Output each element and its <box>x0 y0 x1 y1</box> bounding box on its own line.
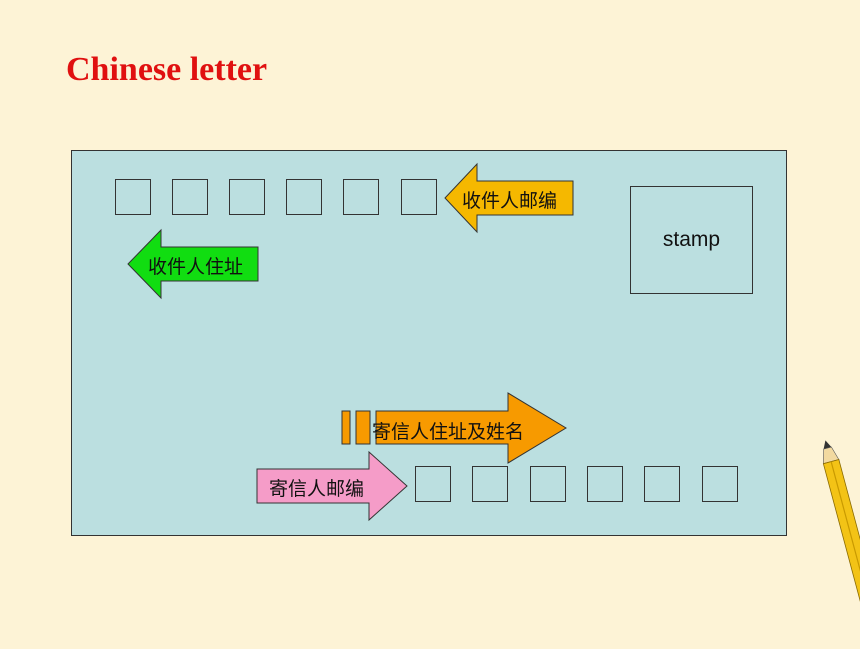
sender-postcode-box <box>587 466 623 502</box>
left-arrow-icon <box>127 228 259 300</box>
stamp-box: stamp <box>630 186 753 294</box>
recipient-postcode-box <box>115 179 151 215</box>
sender-postcode-box <box>702 466 738 502</box>
recipient-address-label: 收件人住址 <box>148 256 244 278</box>
recipient-postcode-box <box>343 179 379 215</box>
recipient-postcode-arrow: 收件人邮编 <box>444 162 575 234</box>
recipient-postcode-box <box>286 179 322 215</box>
recipient-address-arrow: 收件人住址 <box>127 228 259 300</box>
recipient-postcode-box <box>172 179 208 215</box>
left-arrow-icon <box>444 162 574 234</box>
pencil-icon <box>810 440 860 649</box>
stamp-label: stamp <box>662 228 721 251</box>
sender-address-arrow: 寄信人住址及姓名 <box>341 392 568 464</box>
sender-address-label: 寄信人住址及姓名 <box>372 421 525 443</box>
recipient-postcode-box <box>401 179 437 215</box>
sender-postcode-arrow: 寄信人邮编 <box>256 450 409 522</box>
slide-title: Chinese letter <box>66 51 268 88</box>
sender-postcode-box <box>472 466 508 502</box>
right-arrow-icon <box>256 450 408 522</box>
envelope: stamp <box>71 150 787 536</box>
sender-postcode-label: 寄信人邮编 <box>269 478 365 500</box>
sender-postcode-box <box>415 466 451 502</box>
right-arrow-icon <box>341 392 567 464</box>
recipient-postcode-box <box>229 179 265 215</box>
sender-postcode-box <box>530 466 566 502</box>
recipient-postcode-label: 收件人邮编 <box>462 190 558 212</box>
sender-postcode-box <box>644 466 680 502</box>
